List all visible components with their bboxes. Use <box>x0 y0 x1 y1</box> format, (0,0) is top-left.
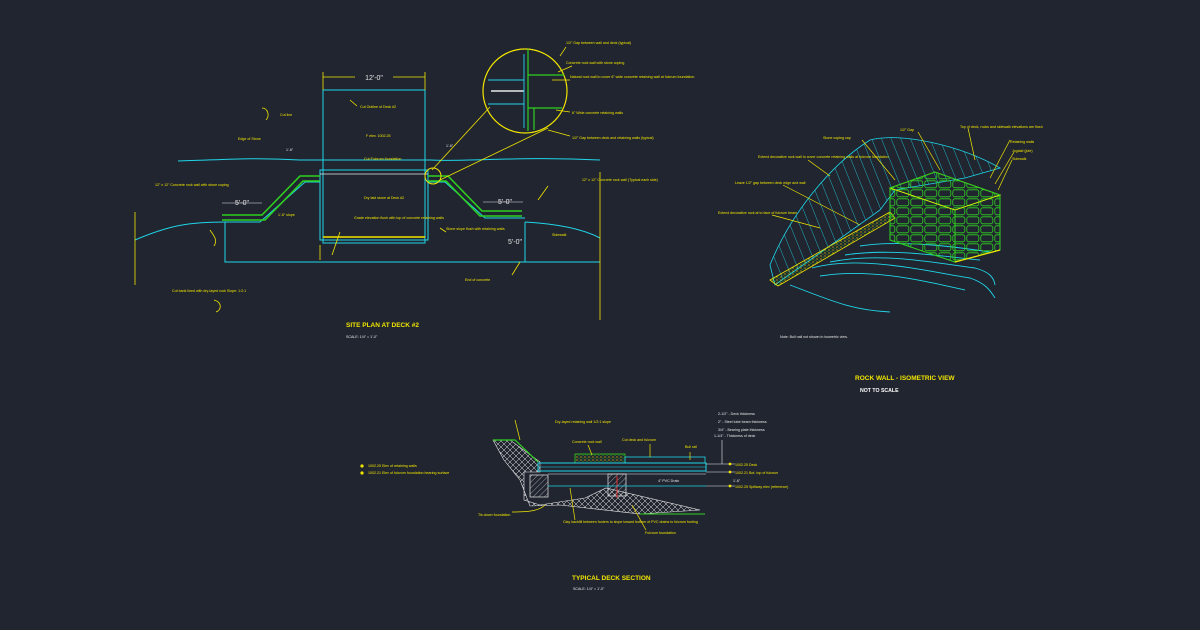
deck-outline <box>322 89 426 244</box>
detail-wide: 6" Wide concrete retaining walls <box>572 111 623 115</box>
label-tie-down: Tie-down foundation <box>478 513 510 517</box>
rock-wall-note: Note: Bull nail not shown in isometric v… <box>780 335 848 339</box>
label-thickness-2: 2" - Steel tube beam thickness <box>718 420 767 424</box>
note-sidewalk: Sidewalk <box>552 233 567 237</box>
label-dry-laid: Dry-layed retaining wall 1/2:1 slope <box>555 420 611 424</box>
label-stone-coping: Stone coping cap <box>823 136 851 140</box>
note-fulcrum: Cut Fulcrum foundation <box>364 157 401 161</box>
label-concrete-wall: Concrete rock wall <box>572 440 602 444</box>
site-plan: 12'-0" 5'-0" 5'-0" 5'-0" 1'-6" 1'-6" Cut… <box>134 41 694 339</box>
detail-callout-large <box>482 48 568 134</box>
label-leave-gap: Leave 1/2" gap between deck edge and wal… <box>735 181 806 185</box>
legend-2: 1002.21 Elev of fulcrum foundation beari… <box>368 471 449 475</box>
dim-top: 12'-0" <box>365 75 383 82</box>
detail-callout-small <box>424 167 442 185</box>
rock-wall-subtitle: NOT TO SCALE <box>860 388 899 394</box>
embankment-left <box>492 439 701 515</box>
retaining-left <box>224 222 526 263</box>
dim-right: 1'-6" <box>733 479 741 483</box>
label-elev-beam: 1002.21 Bot. top of fulcrum <box>735 471 778 475</box>
label-pvc: 4" PVC Drain <box>658 479 679 483</box>
note-concrete-wall: 12" x 12" Concrete rock wall with stone … <box>155 183 229 187</box>
label-thickness-1: 2-1/2" - Deck thickness <box>718 412 755 416</box>
dim-small-left: 1'-6" <box>286 148 294 152</box>
detail-concrete: Concrete rock wall with stone coping <box>566 61 624 65</box>
label-fulcrum: Fulcrum foundation <box>645 531 676 535</box>
note-cut-line: Cut line <box>280 113 292 117</box>
label-joglaid: Joglaid (jute) <box>1012 149 1033 153</box>
tie-down-foundation <box>529 474 549 498</box>
detail-natural: Natural rock wall to cover 6" wide concr… <box>570 75 694 79</box>
label-gap: 1/2" Gap <box>900 128 914 132</box>
dim-right-step: 5'-0" <box>498 199 512 206</box>
dim-right-drop: 5'-0" <box>508 239 522 246</box>
label-extend-face: Extend decorative rock at to face of ful… <box>718 211 797 215</box>
site-plan-scale: SCALE: 1/4" = 1'-0" <box>346 335 378 339</box>
note-slope-small: 1'-6" slope <box>278 213 295 217</box>
note-stone-slope: Stone slope flush with retaining walls <box>446 227 505 231</box>
legend-1: 1002.25 Elev of retaining walls <box>368 464 417 468</box>
label-elev-deck: 1002.25 Deck <box>735 463 757 467</box>
dim-small-right: 1'-6" <box>446 144 454 148</box>
concrete-wall-left <box>222 175 320 221</box>
note-outline: Cut Outline of Deck #2 <box>360 105 396 109</box>
river-edge-top <box>177 158 601 162</box>
detail-gap: 1/2" Gap between deck and retaining wall… <box>572 136 654 140</box>
bank-curve <box>134 221 601 241</box>
label-thickness-3: 3/4" - Bearing plate thickness <box>718 428 765 432</box>
detail-top: 1/2" Gap between wall and deck (typical) <box>566 41 631 45</box>
label-retaining: Retaining walls <box>1010 140 1034 144</box>
label-top-deck: Top of deck, rocks and sidewalk elevatio… <box>960 125 1043 129</box>
site-plan-title: SITE PLAN AT DECK #2 <box>346 322 419 329</box>
label-elev-river: 1002.25 Spillway elev (reference) <box>735 485 788 489</box>
label-extend: Extend decorative rock wall to cover con… <box>758 155 889 159</box>
deck-section: Dry-layed retaining wall 1/2:1 slope Con… <box>360 412 788 591</box>
concrete-wall-right <box>428 175 522 217</box>
label-cut-deck: Cut deck and fulcrum <box>622 438 656 442</box>
label-bull-rail: Bull rail <box>685 445 697 449</box>
note-dry-laid: Dry laid stone at Deck #2 <box>364 196 404 200</box>
label-sidewalk: Sidewalk <box>1012 157 1027 161</box>
note-edge: Edge of Stone <box>238 137 261 141</box>
deck-section-scale: SCALE: 1/4" = 1'-0" <box>573 587 605 591</box>
note-cut-bank: Cut bank lined with dry-layed rock Slope… <box>172 289 246 293</box>
label-thickness-4: 1-1/4" - Thickness of deck <box>714 434 756 438</box>
note-elev: F elev. 1002.25 <box>366 134 391 138</box>
note-concrete-wall-right: 12" x 12" Concrete rock wall (Typical ea… <box>582 178 658 182</box>
label-clay: Clay backfill between footers to slope t… <box>563 520 698 524</box>
note-end-concrete: End of concrete <box>465 278 490 282</box>
note-grade: Grade elevation flush with top of concre… <box>354 216 444 220</box>
deck-inner <box>319 169 429 241</box>
rock-wall-title: ROCK WALL - ISOMETRIC VIEW <box>855 375 955 382</box>
dim-left-step: 5'-0" <box>235 200 249 207</box>
deck-section-title: TYPICAL DECK SECTION <box>572 575 651 582</box>
rock-wall-isometric: Stone coping cap 1/2" Gap Top of deck, r… <box>718 125 1043 394</box>
